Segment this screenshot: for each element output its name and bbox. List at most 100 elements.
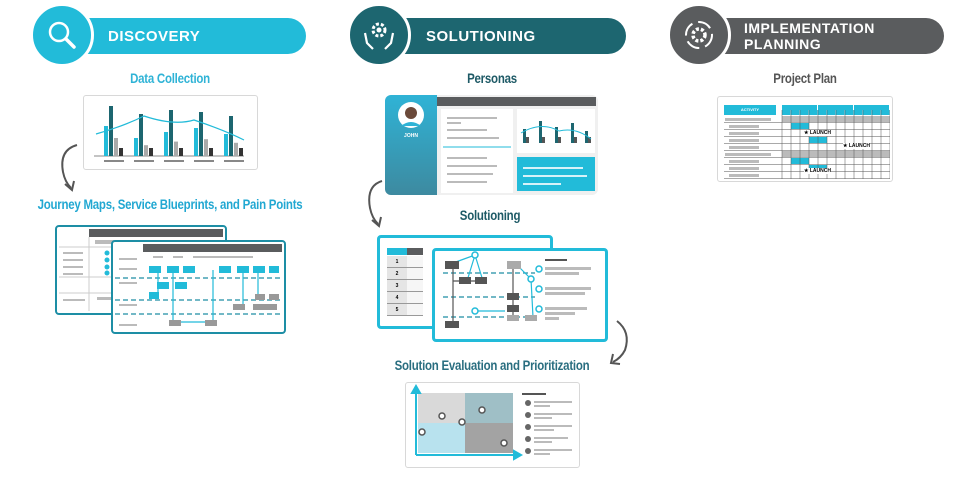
row-number: 1	[387, 256, 407, 267]
gear-hands-icon	[347, 3, 411, 67]
gantt-week-header	[791, 110, 800, 115]
discovery-phase-banner: DISCOVERY	[80, 18, 306, 54]
gantt-task-bar	[791, 158, 800, 164]
chart-bar	[574, 137, 577, 143]
journey-maps-title: Journey Maps, Service Blueprints, and Pa…	[37, 196, 303, 212]
legend-item	[194, 160, 214, 162]
curved-arrow-icon	[609, 320, 628, 365]
legend-item	[134, 160, 154, 162]
chart-bar	[104, 126, 108, 156]
gantt-phase-header	[854, 105, 889, 110]
persona-details-graphic	[441, 109, 595, 193]
gantt-task-bar	[800, 158, 809, 164]
activity-header: ACTIVITY	[724, 105, 776, 115]
chart-bar	[239, 148, 243, 156]
chart-bar	[199, 112, 203, 156]
solution-row: 2	[387, 268, 423, 280]
data-collection-chart-thumbnail	[83, 95, 258, 170]
gantt-week-header	[872, 110, 881, 115]
bar-chart-graphic	[94, 106, 245, 162]
solutioning-label: SOLUTIONING	[426, 27, 536, 45]
cycle-gear-icon	[667, 3, 731, 67]
chart-bar	[204, 139, 208, 156]
chart-bar	[542, 137, 545, 143]
persona-card: JOHN	[385, 95, 598, 195]
prioritization-matrix-graphic	[410, 383, 572, 461]
data-collection-title: Data Collection	[130, 70, 210, 86]
gantt-phase-header	[818, 105, 853, 110]
launch-marker: ★ LAUNCH	[843, 143, 870, 149]
chart-bar	[179, 148, 183, 156]
service-blueprint-front	[111, 240, 286, 334]
project-plan-title: Project Plan	[773, 70, 837, 86]
gantt-week-header	[845, 110, 854, 115]
chart-bar	[526, 137, 529, 143]
gantt-week-header	[782, 110, 791, 115]
chart-bar	[234, 142, 238, 156]
gantt-week-header	[818, 110, 827, 115]
curved-arrow-icon	[368, 180, 383, 228]
gantt-task-bar	[800, 123, 809, 129]
launch-marker: ★ LAUNCH	[804, 130, 831, 136]
chart-bar	[139, 114, 143, 156]
project-plan-card: ACTIVITY ★ LAUNCH ★ LAUNCH ★ LAUNCH	[717, 96, 893, 182]
chart-bar	[224, 134, 228, 156]
evaluation-title: Solution Evaluation and Prioritization	[394, 357, 590, 373]
solution-map-card	[432, 248, 608, 342]
chart-bar	[169, 110, 173, 156]
launch-label: LAUNCH	[809, 130, 831, 136]
evaluation-matrix-card	[405, 382, 580, 468]
solution-row: 3	[387, 280, 423, 292]
trend-line	[95, 115, 245, 141]
gantt-week-header	[800, 110, 809, 115]
implementation-phase-banner: IMPLEMENTATION PLANNING	[718, 18, 944, 54]
avatar	[398, 102, 424, 128]
chart-bar	[164, 132, 168, 156]
solutioning-title: Solutioning	[459, 207, 521, 223]
legend-item	[104, 160, 124, 162]
implementation-label-line2: PLANNING	[744, 36, 822, 52]
chart-bar	[229, 116, 233, 156]
chart-bar	[119, 148, 123, 156]
solution-flow-graphic	[443, 251, 591, 328]
curved-arrow-icon	[61, 144, 78, 192]
gantt-task-bar	[809, 137, 818, 143]
solution-row: 5	[387, 304, 423, 316]
gantt-task-bar	[791, 123, 800, 129]
chart-bar	[149, 148, 153, 156]
chart-bar	[585, 131, 588, 143]
gantt-task-bar	[818, 137, 827, 143]
chart-bar	[558, 137, 561, 143]
solutioning-phase-banner: SOLUTIONING	[398, 18, 626, 54]
chart-bar	[539, 121, 542, 143]
gantt-week-header	[881, 110, 890, 115]
row-number: 2	[387, 268, 407, 279]
solution-row: 4	[387, 292, 423, 304]
chart-bar	[209, 148, 213, 156]
launch-label: LAUNCH	[848, 143, 870, 149]
solution-row: 1	[387, 256, 423, 268]
launch-label: LAUNCH	[809, 168, 831, 174]
chart-bar	[114, 138, 118, 156]
gantt-week-header	[863, 110, 872, 115]
persona-name: JOHN	[404, 133, 418, 139]
gantt-week-header	[827, 110, 836, 115]
legend-item	[224, 160, 244, 162]
legend-item	[164, 160, 184, 162]
row-number: 3	[387, 280, 407, 291]
launch-marker: ★ LAUNCH	[804, 168, 831, 174]
personas-title: Personas	[467, 70, 517, 86]
chart-bar	[523, 129, 526, 143]
chart-bar	[144, 145, 148, 156]
discovery-label: DISCOVERY	[108, 27, 201, 45]
gantt-week-header	[836, 110, 845, 115]
row-number: 4	[387, 292, 407, 303]
chart-bar	[174, 141, 178, 156]
gantt-week-header	[854, 110, 863, 115]
chart-bar	[588, 137, 591, 143]
row-number: 5	[387, 304, 407, 315]
chart-bar	[109, 106, 113, 156]
implementation-label-line1: IMPLEMENTATION	[744, 20, 875, 36]
magnifier-icon	[30, 3, 94, 67]
gantt-week-header	[809, 110, 818, 115]
